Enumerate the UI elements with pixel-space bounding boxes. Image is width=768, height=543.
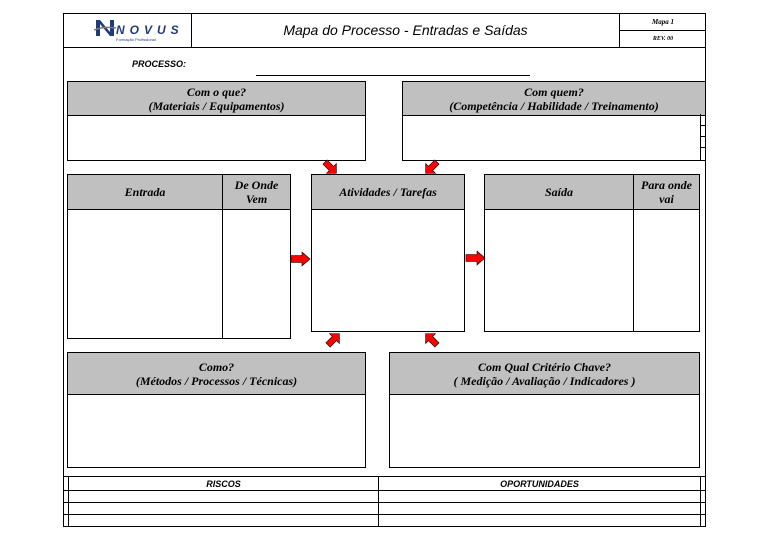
logo-tagline: Formação Profissional: [116, 37, 156, 42]
entrada-title: Entrada: [124, 185, 166, 199]
riscos-row-2[interactable]: [69, 503, 378, 514]
table-top-border: [63, 476, 706, 477]
para-onde-vai-title-1: Para onde: [641, 178, 692, 192]
como-subtitle: (Métodos / Processos / Técnicas): [135, 373, 298, 388]
entrada-field[interactable]: [68, 210, 222, 338]
header-divider: [63, 47, 706, 48]
saida-field[interactable]: [485, 210, 633, 331]
criterio-header: Com Qual Critério Chave? ( Medição / Ava…: [390, 353, 699, 395]
table-col-divider: [378, 476, 379, 527]
riscos-row-1[interactable]: [69, 491, 378, 502]
grid-tick: [700, 147, 706, 148]
table-left-inner: [68, 476, 69, 527]
saida-title: Saída: [544, 185, 573, 199]
grid-tick: [700, 114, 701, 160]
map-label: Mapa 1: [652, 18, 674, 26]
para-onde-vai-title-2: vai: [659, 192, 674, 206]
com-o-que-subtitle: (Materiais / Equipamentos): [148, 98, 285, 113]
com-quem-header: Com quem? (Competência / Habilidade / Tr…: [403, 82, 705, 116]
table-right-inner: [700, 476, 701, 527]
atividades-field[interactable]: [312, 210, 464, 331]
table-row-line: [63, 490, 706, 491]
de-onde-vem-title-1: De Onde: [234, 178, 279, 192]
header-vline-1: [191, 13, 192, 48]
entrada-vdivider: [222, 175, 223, 338]
saida-header: Saída: [485, 175, 633, 210]
header-map-divider: [619, 30, 706, 31]
entrada-header: Entrada: [68, 175, 222, 210]
oportunidades-row-3[interactable]: [379, 515, 700, 526]
criterio-subtitle: ( Medição / Avaliação / Indicadores ): [453, 373, 636, 388]
atividades-title: Atividades / Tarefas: [339, 185, 437, 199]
processo-label: PROCESSO:: [132, 59, 187, 69]
como-header: Como? (Métodos / Processos / Técnicas): [68, 353, 365, 395]
como-box: Como? (Métodos / Processos / Técnicas): [67, 352, 366, 468]
para-onde-vai-field[interactable]: [634, 210, 699, 331]
oportunidades-header: OPORTUNIDADES: [500, 478, 579, 489]
de-onde-vem-title-2: Vem: [245, 192, 268, 206]
riscos-row-3[interactable]: [69, 515, 378, 526]
oportunidades-row-2[interactable]: [379, 503, 700, 514]
com-o-que-header: Com o que? (Materiais / Equipamentos): [68, 82, 365, 116]
com-o-que-box: Com o que? (Materiais / Equipamentos): [67, 81, 366, 161]
page-frame: [63, 13, 706, 527]
com-o-que-field[interactable]: [68, 116, 365, 160]
de-onde-vem-header: De Onde Vem: [223, 175, 290, 210]
grid-tick: [700, 136, 706, 137]
oportunidades-row-1[interactable]: [379, 491, 700, 502]
com-o-que-title: Com o que?: [186, 84, 247, 99]
logo-mark-icon: [94, 20, 116, 36]
saida-box: Saída Para onde vai: [484, 174, 700, 332]
rev-label: REV. 00: [652, 36, 674, 42]
riscos-header: RISCOS: [206, 478, 241, 489]
criterio-field[interactable]: [390, 395, 699, 467]
processo-underline: [256, 75, 530, 76]
criterio-title: Com Qual Critério Chave?: [477, 359, 611, 374]
table-row-line: [63, 502, 706, 503]
como-title: Como?: [198, 359, 235, 374]
page-title: Mapa do Processo - Entradas e Saídas: [283, 22, 528, 38]
criterio-box: Com Qual Critério Chave? ( Medição / Ava…: [389, 352, 700, 468]
table-row-line: [63, 514, 706, 515]
company-logo: NOVUS Formação Profissional: [90, 16, 180, 44]
grid-tick: [700, 125, 706, 126]
entrada-box: Entrada De Onde Vem: [67, 174, 291, 339]
com-quem-box: Com quem? (Competência / Habilidade / Tr…: [402, 81, 706, 161]
como-field[interactable]: [68, 395, 365, 467]
logo-text: NOVUS: [116, 23, 184, 37]
de-onde-vem-field[interactable]: [223, 210, 290, 338]
para-onde-vai-header: Para onde vai: [634, 175, 699, 210]
atividades-header: Atividades / Tarefas: [312, 175, 464, 210]
riscos-oportunidades-table: RISCOS OPORTUNIDADES: [63, 476, 706, 527]
com-quem-subtitle: (Competência / Habilidade / Treinamento): [449, 98, 659, 113]
saida-vdivider: [633, 175, 634, 331]
atividades-box: Atividades / Tarefas: [311, 174, 465, 332]
com-quem-field[interactable]: [403, 116, 701, 160]
com-quem-title: Com quem?: [524, 84, 584, 99]
